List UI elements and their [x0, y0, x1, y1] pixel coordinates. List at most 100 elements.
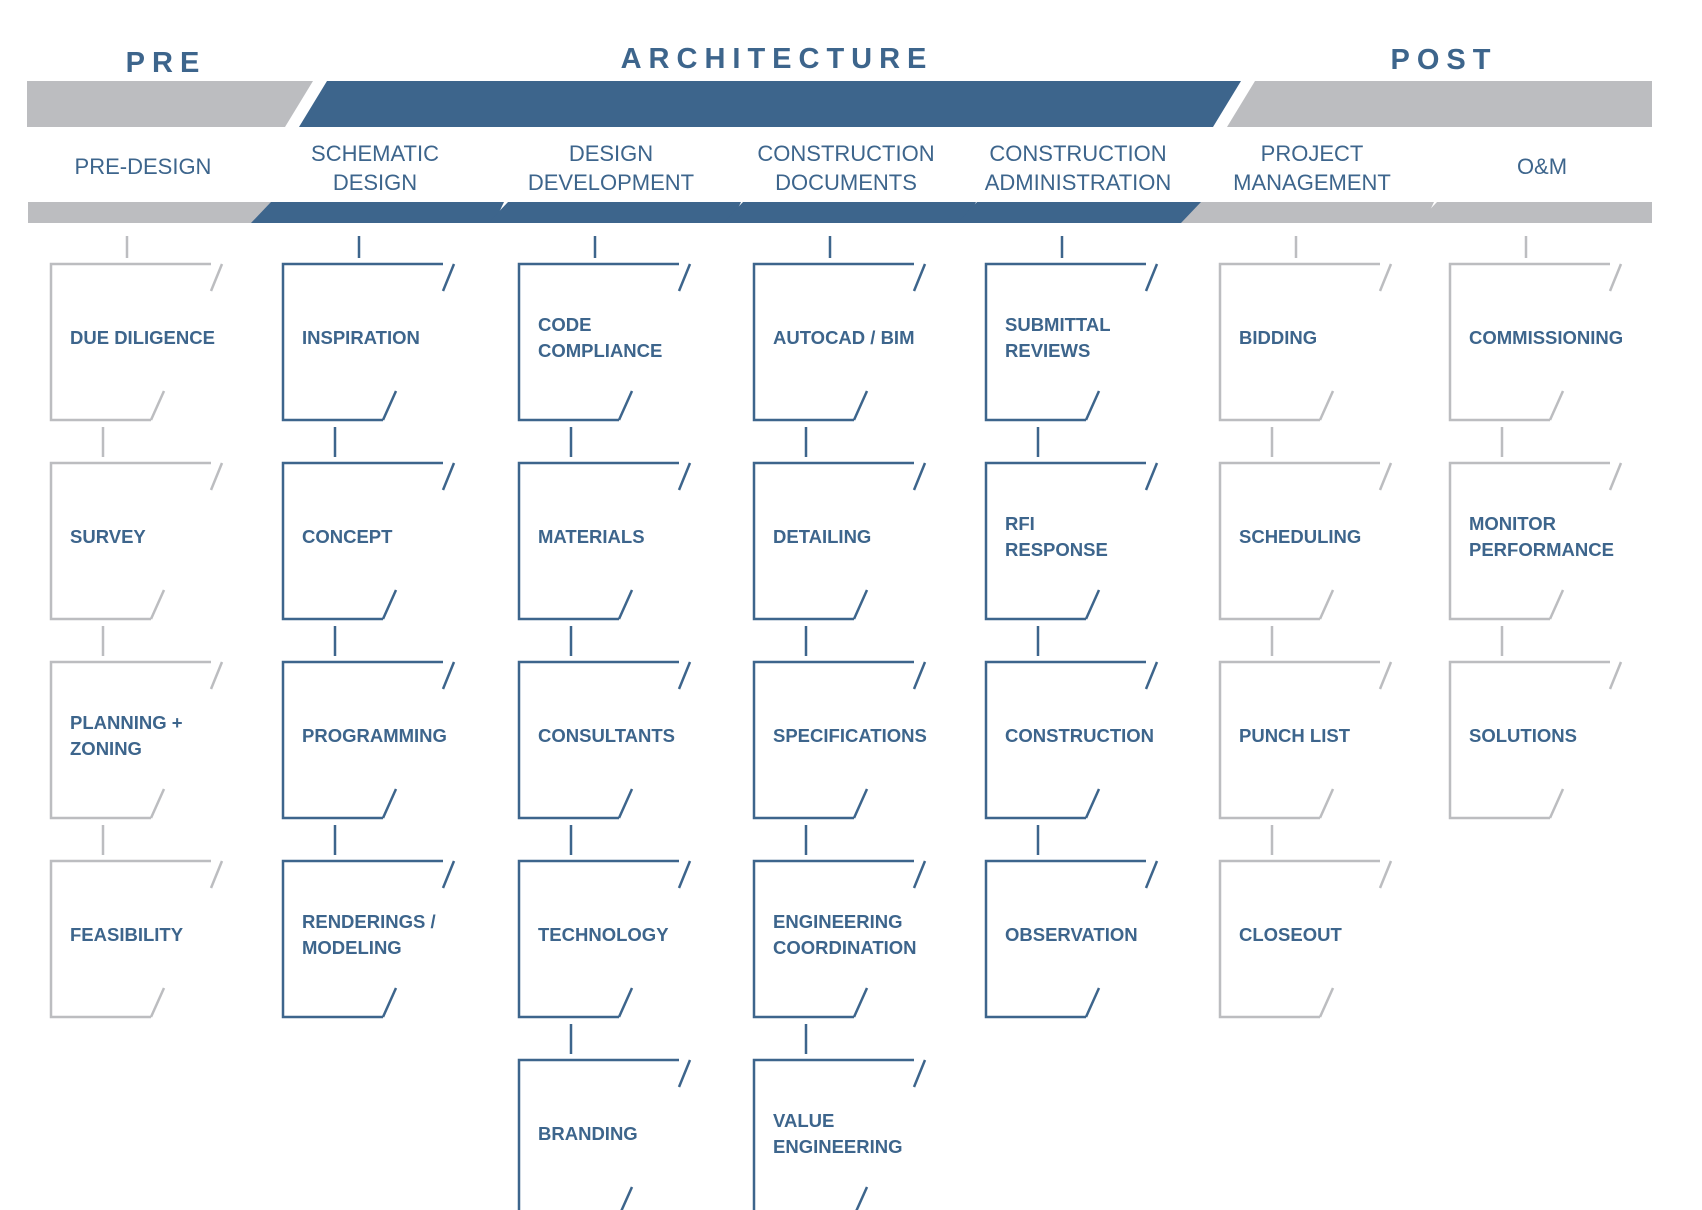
- column-heading-line: CONSTRUCTION: [989, 141, 1167, 166]
- card-corner-slash: [1378, 661, 1393, 690]
- card-corner-slash: [381, 788, 398, 819]
- card-corner-slash: [1144, 661, 1159, 690]
- card-corner-slash: [617, 390, 634, 421]
- card-corner-slash: [1318, 987, 1335, 1018]
- card-corner-slash: [1084, 390, 1101, 421]
- step-label-line: OBSERVATION: [1005, 924, 1138, 945]
- card-corner-slash: [1084, 589, 1101, 620]
- step-card: [752, 262, 914, 422]
- column-tab-om: [1417, 202, 1652, 223]
- step-label: PROGRAMMING: [302, 723, 447, 749]
- card-corner-slash: [912, 263, 927, 292]
- step-label-line: SURVEY: [70, 526, 146, 547]
- card-corner-slash: [852, 390, 869, 421]
- card-corner-slash: [441, 462, 456, 491]
- phase-title-pre: PRE: [125, 47, 207, 79]
- step-card: [984, 660, 1146, 820]
- card-corner-slash: [677, 661, 692, 690]
- card-corner-slash: [209, 263, 224, 292]
- step-label-line: BRANDING: [538, 1123, 638, 1144]
- card-corner-slash: [1548, 390, 1565, 421]
- step-card: [1218, 660, 1380, 820]
- step-card: [281, 660, 443, 820]
- column-tab-project-management: [1181, 202, 1434, 223]
- step-label: COMMISSIONING: [1469, 325, 1623, 351]
- step-label-line: SCHEDULING: [1239, 526, 1362, 547]
- card-corner-slash: [912, 1059, 927, 1088]
- step-label: SOLUTIONS: [1469, 723, 1577, 749]
- step-card: [517, 461, 679, 621]
- step-label-line: SOLUTIONS: [1469, 725, 1577, 746]
- step-label-line: COMMISSIONING: [1469, 327, 1624, 348]
- step-card: [1218, 859, 1380, 1019]
- card-corner-slash: [1318, 589, 1335, 620]
- step-label: CONCEPT: [302, 524, 392, 550]
- step-label-line: CODE: [538, 314, 592, 335]
- card-corner-slash: [852, 589, 869, 620]
- step-label-line: PERFORMANCE: [1469, 539, 1614, 560]
- step-label-line: CLOSEOUT: [1239, 924, 1342, 945]
- step-label-line: CONSULTANTS: [538, 725, 676, 746]
- step-label: CONSTRUCTION: [1005, 723, 1154, 749]
- column-heading-construction-administration: CONSTRUCTION ADMINISTRATION: [958, 139, 1198, 197]
- step-label-line: DETAILING: [773, 526, 872, 547]
- step-card: [517, 660, 679, 820]
- step-card: [517, 1058, 679, 1210]
- column-heading-line: PROJECT: [1260, 141, 1364, 166]
- step-label: BIDDING: [1239, 325, 1317, 351]
- step-label: INSPIRATION: [302, 325, 420, 351]
- card-corner-slash: [912, 661, 927, 690]
- column-heading-line: MANAGEMENT: [1233, 170, 1391, 195]
- step-label-line: CONSTRUCTION: [1005, 725, 1155, 746]
- step-card: [984, 262, 1146, 422]
- step-label: PLANNING +ZONING: [70, 710, 183, 762]
- card-corner-slash: [1144, 860, 1159, 889]
- step-card: [1218, 262, 1380, 422]
- card-corner-slash: [1378, 462, 1393, 491]
- step-card: [1448, 262, 1610, 422]
- card-corner-slash: [852, 788, 869, 819]
- card-corner-slash: [149, 589, 166, 620]
- card-corner-slash: [617, 589, 634, 620]
- step-label: DUE DILIGENCE: [70, 325, 215, 351]
- card-corner-slash: [852, 987, 869, 1018]
- step-card: [1448, 660, 1610, 820]
- step-label-line: BIDDING: [1239, 327, 1318, 348]
- step-label: BRANDING: [538, 1121, 638, 1147]
- card-corner-slash: [1144, 263, 1159, 292]
- step-label: FEASIBILITY: [70, 922, 183, 948]
- column-tab-design-development: [488, 202, 741, 223]
- step-label: OBSERVATION: [1005, 922, 1138, 948]
- column-tab-construction-administration: [957, 202, 1210, 223]
- card-corner-slash: [1548, 788, 1565, 819]
- column-tab-pre-design: [28, 202, 271, 223]
- column-heading-project-management: PROJECT MANAGEMENT: [1192, 139, 1432, 197]
- step-label: MATERIALS: [538, 524, 645, 550]
- step-label: SPECIFICATIONS: [773, 723, 927, 749]
- step-label: SURVEY: [70, 524, 146, 550]
- column-heading-line: ADMINISTRATION: [984, 170, 1172, 195]
- step-card: [1448, 461, 1610, 621]
- card-corner-slash: [209, 860, 224, 889]
- card-corner-slash: [617, 788, 634, 819]
- step-label-line: ZONING: [70, 738, 142, 759]
- card-corner-slash: [1084, 788, 1101, 819]
- step-label: TECHNOLOGY: [538, 922, 669, 948]
- step-card: [49, 461, 211, 621]
- card-corner-slash: [1608, 462, 1623, 491]
- step-label: SCHEDULING: [1239, 524, 1361, 550]
- step-card: [49, 660, 211, 820]
- card-corner-slash: [209, 462, 224, 491]
- step-card: [517, 262, 679, 422]
- card-corner-slash: [149, 987, 166, 1018]
- step-label-line: RESPONSE: [1005, 539, 1108, 560]
- step-label: CLOSEOUT: [1239, 922, 1342, 948]
- step-label-line: TECHNOLOGY: [538, 924, 669, 945]
- column-heading-line: DESIGN: [332, 170, 418, 195]
- step-label-line: ENGINEERING: [773, 911, 903, 932]
